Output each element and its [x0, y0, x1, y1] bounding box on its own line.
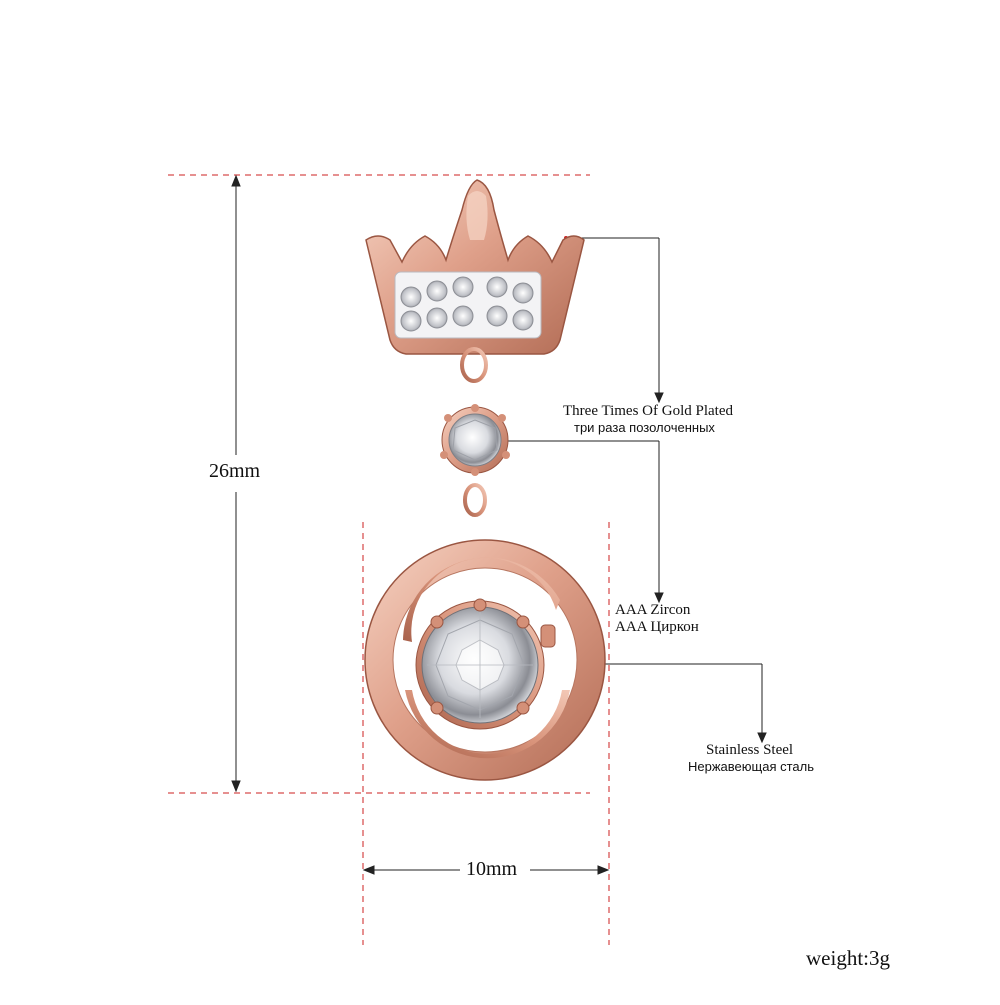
jump-ring-bottom [463, 483, 487, 517]
jump-ring-top [460, 347, 488, 383]
callout-zircon-en: AAA Zircon [615, 602, 691, 618]
callout-steel-en: Stainless Steel [706, 742, 794, 758]
width-dimension-arrow [362, 865, 610, 875]
callout-plating-en: Three Times Of Gold Plated [563, 403, 733, 419]
callout-steel-ru: Нержавеющая сталь [688, 759, 814, 774]
callout-plating-ru: три раза позолоченных [574, 420, 715, 435]
weight-label: weight:3g [806, 946, 890, 970]
crown-charm [365, 179, 585, 355]
callout-zircon-ru: AAA Циркон [615, 619, 699, 635]
small-zircon-charm [440, 404, 510, 476]
width-dimension-label: 10mm [464, 858, 520, 881]
height-dimension-arrow [231, 174, 241, 793]
height-dimension-label: 26mm [207, 460, 263, 483]
pave-stones [400, 276, 534, 332]
round-pendant [364, 539, 606, 781]
leader-lines [486, 237, 767, 744]
guide-lines [168, 174, 610, 945]
